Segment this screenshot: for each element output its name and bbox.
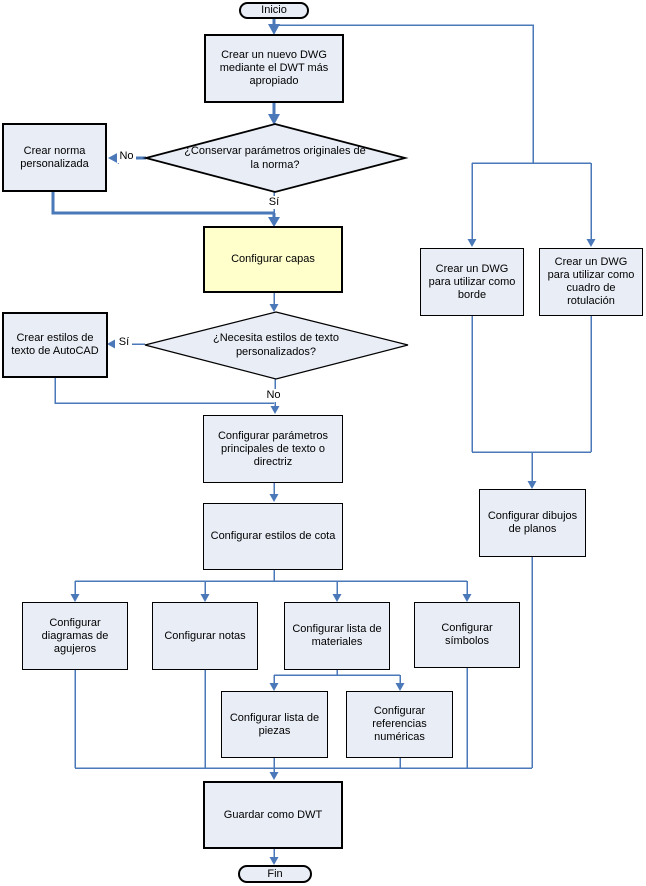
node-config-estilos-cota: Configurar estilos de cota <box>203 503 343 570</box>
decision-diamond-parametros <box>142 123 409 193</box>
decision-parametros-label: ¿Conservar parámetros originales de la n… <box>184 145 366 171</box>
edge-label-no-2: No <box>262 389 285 402</box>
arrowheads-large <box>108 24 280 227</box>
edge-label-no-1: No <box>117 150 136 163</box>
node-config-lista-materiales: Configurar lista de materiales <box>284 602 390 670</box>
node-configurar-capas: Configurar capas <box>203 226 343 293</box>
node-config-diagramas-agujeros: Configurar diagramas de agujeros <box>22 602 128 670</box>
node-config-dibujos-planos: Configurar dibujos de planos <box>479 489 586 557</box>
node-crear-dwg-rotulacion: Crear un DWG para utilizar como cuadro d… <box>539 248 643 316</box>
node-config-simbolos: Configurar símbolos <box>414 602 520 668</box>
node-config-referencias: Configurar referencias numéricas <box>346 691 453 758</box>
node-fin: Fin <box>238 865 312 883</box>
node-config-notas: Configurar notas <box>152 602 258 670</box>
node-crear-dwg-borde: Crear un DWG para utilizar como borde <box>420 248 524 316</box>
node-config-lista-piezas: Configurar lista de piezas <box>221 691 328 758</box>
node-crear-dwg: Crear un nuevo DWG mediante el DWT más a… <box>204 34 344 103</box>
arrowheads-small <box>70 239 596 865</box>
edge-label-si-1: Sí <box>266 196 282 209</box>
node-guardar-dwt: Guardar como DWT <box>203 781 343 849</box>
node-config-parametros-texto: Configurar parámetros principales de tex… <box>203 415 343 483</box>
connector-lines <box>54 24 592 858</box>
decision-diamond-estilos <box>144 311 409 380</box>
node-crear-estilos-texto: Crear estilos de texto de AutoCAD <box>2 312 108 378</box>
node-crear-norma: Crear norma personalizada <box>2 123 107 192</box>
node-inicio: Inicio <box>239 2 309 19</box>
edge-label-si-2: Sí <box>116 336 132 349</box>
decision-estilos-label: ¿Necesita estilos de texto personalizado… <box>213 332 339 358</box>
